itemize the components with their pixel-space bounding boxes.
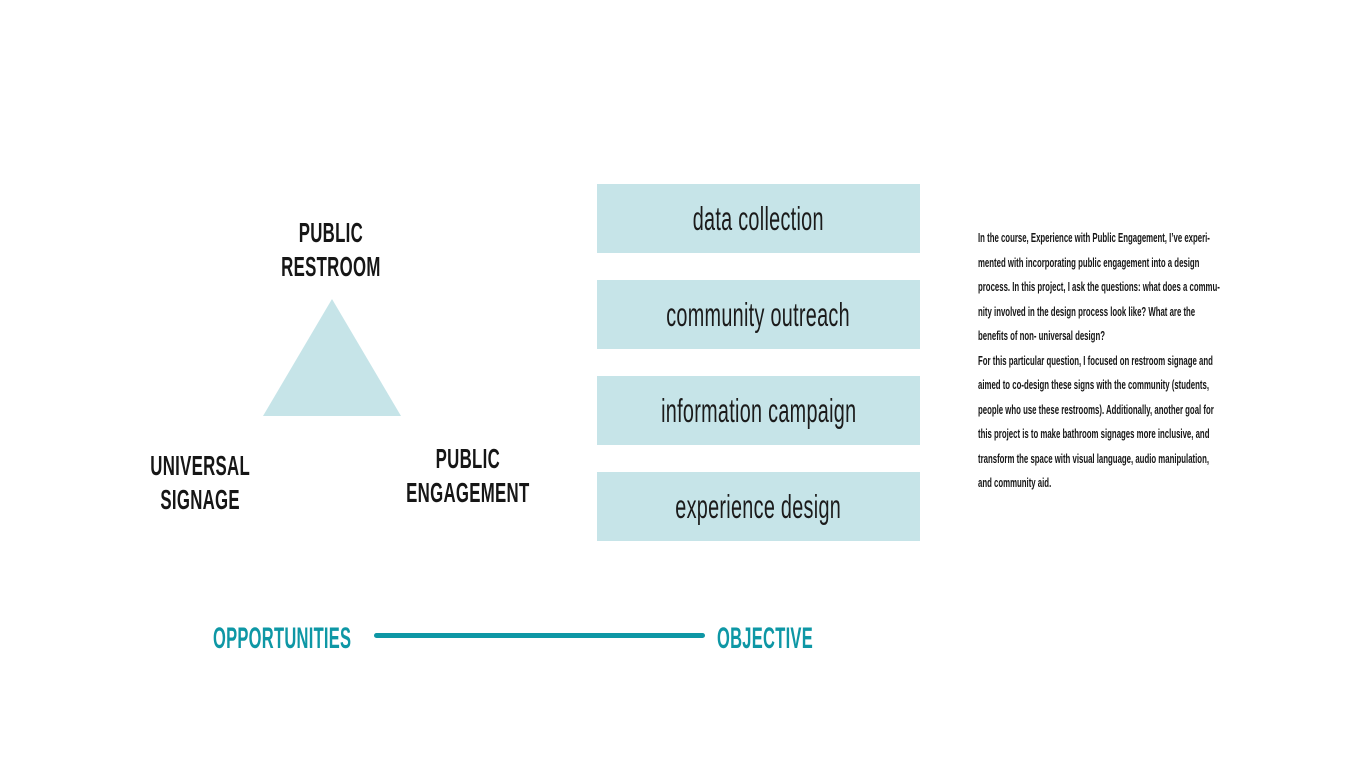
triangle-label-universal-signage: UNIVERSAL SIGNAGE bbox=[90, 449, 310, 517]
method-box-information-campaign: information campaign bbox=[597, 376, 920, 445]
project-description: In the course, Experience with Public En… bbox=[978, 226, 1367, 496]
triangle-label-public-restroom: PUBLIC RESTROOM bbox=[221, 216, 441, 284]
opportunities-label: OPPORTUNITIES bbox=[213, 623, 465, 655]
method-box-experience-design: experience design bbox=[597, 472, 920, 541]
objective-label: OBJECTIVE bbox=[717, 623, 892, 655]
triangle-label-public-engagement: PUBLIC ENGAGEMENT bbox=[358, 442, 578, 510]
method-box-data-collection: data collection bbox=[597, 184, 920, 253]
connector-line bbox=[374, 633, 705, 638]
method-box-label: data collection bbox=[692, 199, 825, 237]
triangle-label-public-restroom-text: PUBLIC RESTROOM bbox=[281, 217, 381, 282]
triangle-label-universal-signage-text: UNIVERSAL SIGNAGE bbox=[150, 450, 250, 515]
method-box-label: experience design bbox=[675, 487, 842, 525]
opportunities-label-text: OPPORTUNITIES bbox=[213, 622, 352, 655]
methods-list: data collection community outreach infor… bbox=[597, 184, 920, 541]
objective-label-text: OBJECTIVE bbox=[717, 622, 814, 655]
triangle-shape bbox=[263, 299, 401, 416]
method-box-community-outreach: community outreach bbox=[597, 280, 920, 349]
method-box-label: information campaign bbox=[660, 391, 857, 429]
project-description-text: In the course, Experience with Public En… bbox=[978, 230, 1220, 490]
method-box-label: community outreach bbox=[666, 295, 851, 333]
triangle-label-public-engagement-text: PUBLIC ENGAGEMENT bbox=[406, 443, 530, 508]
